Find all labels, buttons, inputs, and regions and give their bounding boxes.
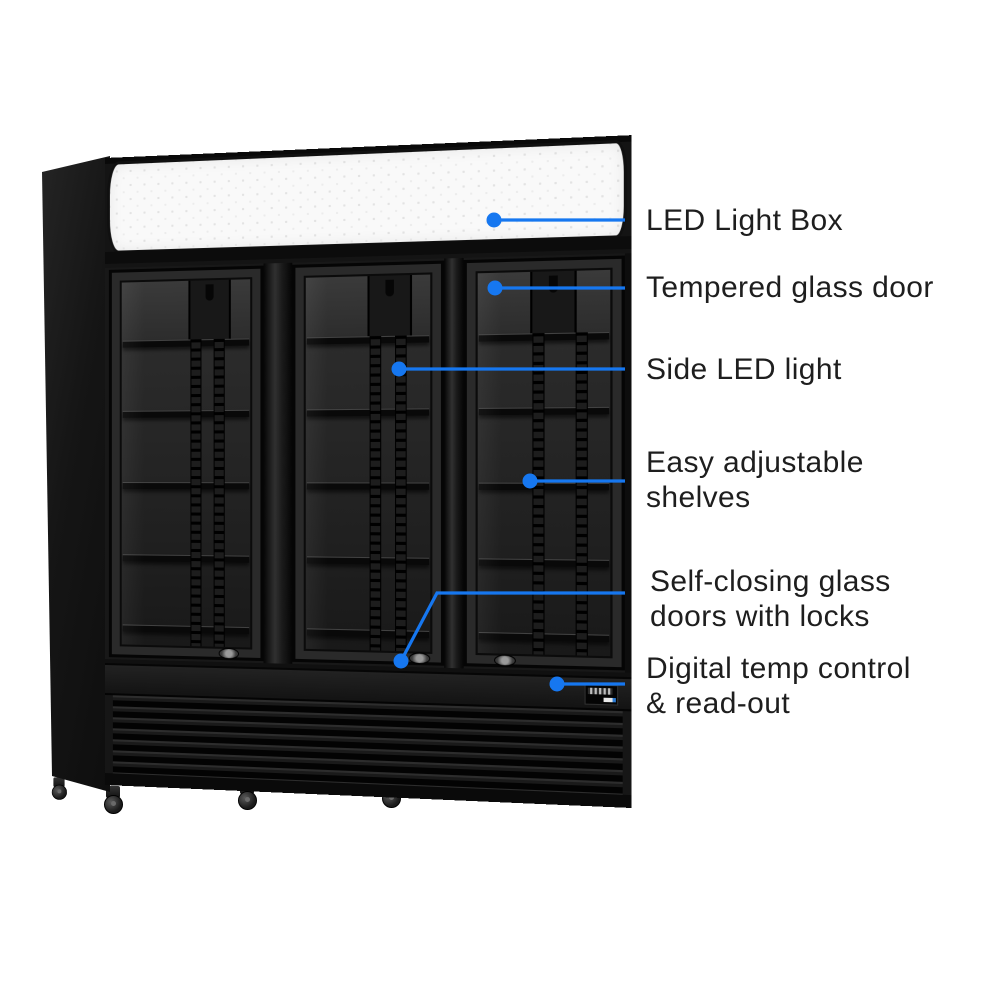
callout-text: & read-out xyxy=(646,686,911,721)
shelf-support-post xyxy=(395,336,407,652)
callout-text: LED Light Box xyxy=(646,203,843,238)
callout-text: Easy adjustable xyxy=(646,445,864,480)
door-glass xyxy=(476,268,613,659)
shelf xyxy=(307,335,429,344)
door-section xyxy=(105,249,632,677)
door-lock xyxy=(408,652,429,664)
temp-control-display xyxy=(585,684,619,705)
shelf xyxy=(307,482,429,490)
callout-text: Tempered glass door xyxy=(646,270,934,305)
callout-text: Digital temp control xyxy=(646,651,911,686)
shelf-support-post xyxy=(191,339,202,646)
temp-readout-screen xyxy=(588,688,613,695)
caster-wheel xyxy=(49,777,70,804)
machine-compartment xyxy=(105,663,632,806)
door-lock xyxy=(494,654,516,666)
shelf xyxy=(123,482,249,489)
glass-door-right xyxy=(464,256,625,671)
door-glass xyxy=(120,277,252,649)
fridge-front xyxy=(105,135,632,806)
shelf xyxy=(123,624,249,634)
shelf-support-post xyxy=(214,339,225,647)
glass-door-center xyxy=(292,261,444,666)
callout-text: doors with locks xyxy=(650,599,891,634)
shelf-support-header xyxy=(367,275,412,338)
shelf xyxy=(123,410,249,418)
callout-label-digital-temp-control: Digital temp control & read-out xyxy=(646,651,911,721)
shelf xyxy=(307,556,429,565)
shelf xyxy=(123,338,249,347)
door-glass xyxy=(304,272,433,654)
shelf-support-header xyxy=(188,280,230,342)
cabinet-side-panel xyxy=(42,156,110,796)
shelf xyxy=(307,628,429,638)
callout-label-self-closing-doors: Self-closing glass doors with locks xyxy=(650,564,891,634)
callout-label-tempered-glass-door: Tempered glass door xyxy=(646,270,934,305)
shelf-support-post xyxy=(370,336,382,651)
door-hinge-pillar xyxy=(264,263,293,664)
caster-wheel xyxy=(100,786,126,820)
callout-label-adjustable-shelves: Easy adjustable shelves xyxy=(646,445,864,515)
shelf-support-post xyxy=(575,332,587,655)
shelf xyxy=(307,408,429,416)
callout-text: shelves xyxy=(646,480,864,515)
door-frame-right xyxy=(625,253,632,673)
callout-label-led-light-box: LED Light Box xyxy=(646,203,843,238)
door-hinge-pillar xyxy=(444,258,463,668)
callout-text: Self-closing glass xyxy=(650,564,891,599)
shelf-support-post xyxy=(533,333,545,655)
shelf-support-header xyxy=(530,271,577,336)
callout-label-side-led-light: Side LED light xyxy=(646,352,842,387)
door-lock xyxy=(218,648,238,660)
shelf xyxy=(123,554,249,563)
callout-text: Side LED light xyxy=(646,352,842,387)
temp-readout-leds xyxy=(604,698,615,703)
glass-door-left xyxy=(109,266,264,662)
